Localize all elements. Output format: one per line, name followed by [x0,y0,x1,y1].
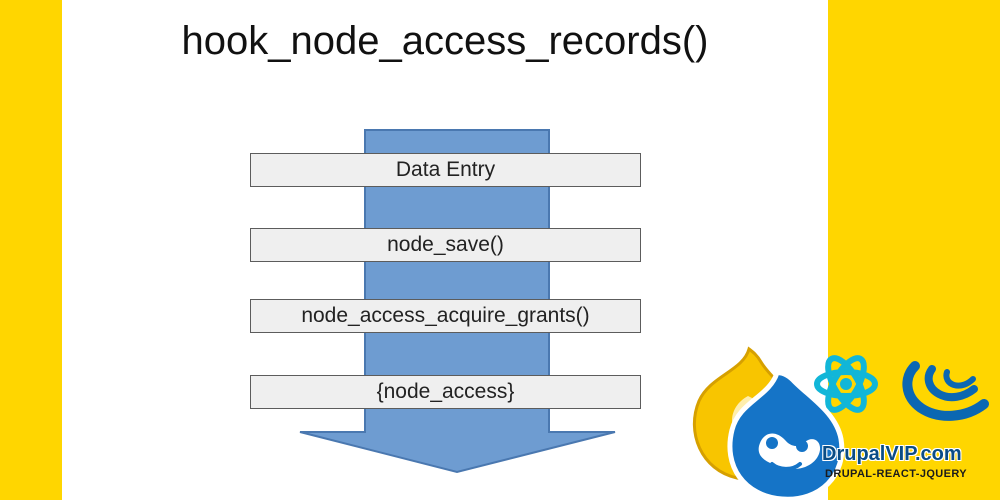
step-node-access-acquire-grants: node_access_acquire_grants() [250,299,641,333]
step-data-entry: Data Entry [250,153,641,187]
step-label: Data Entry [395,158,496,181]
brand-tagline: DRUPAL-REACT-JQUERY [825,468,968,480]
slide-canvas: hook_node_access_records() Data Entry no… [62,0,828,500]
slide-title: hook_node_access_records() [181,19,709,63]
step-label: {node_access} [376,380,515,403]
step-label: node_access_acquire_grants() [301,304,590,327]
brand-site-name: DrupalVIP.com [822,443,962,465]
step-label: node_save() [387,233,504,256]
step-node-save: node_save() [250,228,641,262]
jquery-wave-icon [902,361,989,421]
drupal-blue-drop-icon [727,370,845,500]
branding-logo [692,346,989,500]
react-atom-icon [814,355,878,413]
step-node-access-table: {node_access} [250,375,641,409]
